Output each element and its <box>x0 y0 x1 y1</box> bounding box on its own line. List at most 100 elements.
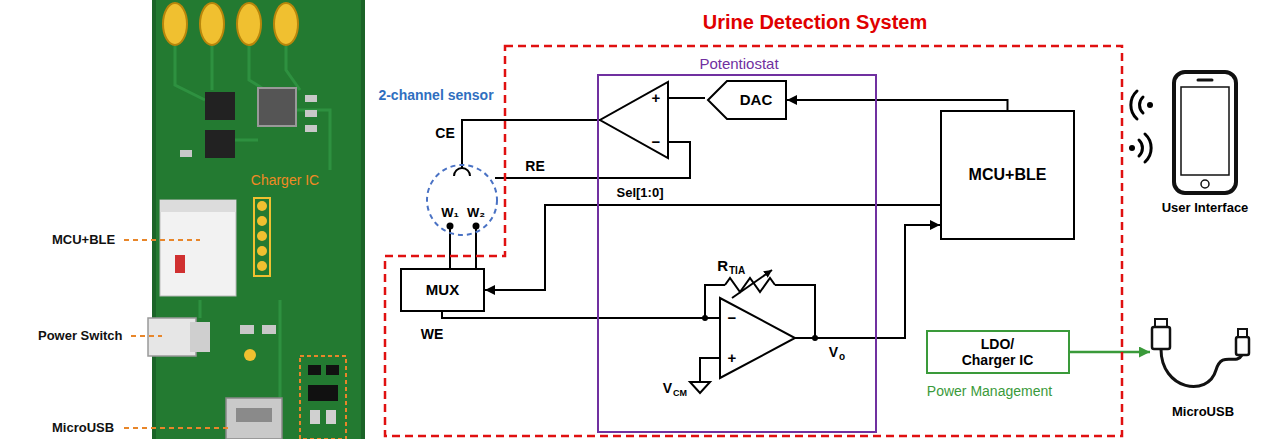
op-amp-symbol <box>720 298 795 378</box>
pcb-photo <box>175 255 185 273</box>
dac-outline <box>708 81 786 119</box>
pcb-photo <box>148 0 365 439</box>
junction-dot <box>473 223 480 230</box>
sensor-outline <box>427 165 497 235</box>
signal-subscript: o <box>839 351 845 363</box>
component-name: R <box>717 257 728 274</box>
signal-name: WE <box>421 326 444 342</box>
part-callout: Power Switch <box>38 329 123 344</box>
block-caption: Power Management <box>927 383 1052 399</box>
pcb-photo <box>257 261 267 271</box>
pcb-photo <box>310 410 320 424</box>
usb-plug <box>1152 327 1170 349</box>
pcb-photo <box>160 200 236 212</box>
pcb-photo <box>257 231 267 241</box>
block-label: MUX <box>426 281 459 298</box>
leader-line <box>131 335 162 337</box>
block-label: DAC <box>740 91 773 108</box>
pcb-photo <box>200 3 224 45</box>
pcb-photo <box>237 3 261 45</box>
pcb-photo <box>305 110 317 117</box>
shape-outline <box>1172 70 1238 195</box>
icon-caption: User Interface <box>1162 201 1249 216</box>
circuit-wire <box>442 312 720 318</box>
sensor-title: 2-channel sensor <box>378 87 493 103</box>
pcb-photo <box>180 150 192 157</box>
sensor-circle: 2-channel sensorW₁W₂ <box>426 164 498 236</box>
edge-label: Sel[1:0] <box>615 186 666 201</box>
junction-dot <box>702 315 708 321</box>
wireless-symbol <box>1147 102 1153 108</box>
wireless-symbol <box>1139 140 1142 156</box>
leader-line <box>124 427 232 429</box>
connector <box>485 205 940 290</box>
part-callout: MicroUSB <box>52 421 114 436</box>
pcb-photo <box>274 3 298 45</box>
pcb-photo <box>236 408 272 422</box>
circuit-wire <box>442 98 940 382</box>
pin-sign: + <box>728 349 737 366</box>
mux-box: MUX <box>400 268 485 312</box>
phone-icon: User Interface <box>1172 70 1238 195</box>
pcb-photo <box>300 356 346 439</box>
pcb-photo <box>152 0 365 439</box>
junction-dot <box>812 335 818 341</box>
component-subscript: TIA <box>729 265 745 277</box>
phone-speaker <box>1198 79 1212 82</box>
electrode-label: W₁ <box>441 206 459 221</box>
pcb-photo <box>156 0 361 439</box>
ground-symbol <box>690 382 710 393</box>
power-box: LDO/ Charger ICPower Management <box>926 330 1070 374</box>
pcb-photo <box>244 349 256 361</box>
pin-sign: − <box>652 133 661 150</box>
op-amp-symbol <box>600 82 668 158</box>
wireless-symbol <box>1129 145 1135 151</box>
cable-icon: MicroUSB <box>1150 318 1255 396</box>
pcb-photo <box>326 410 336 424</box>
usb-cable <box>1161 349 1242 387</box>
wireless-symbol <box>1140 97 1143 113</box>
block-label: MCU+BLE <box>969 166 1047 184</box>
pcb-photo <box>305 125 317 132</box>
circuit-wire <box>454 168 470 176</box>
signal-name: V <box>663 380 672 396</box>
circuit-wire <box>775 285 815 338</box>
pcb-photo <box>262 325 276 334</box>
mcu-box: MCU+BLE <box>940 110 1075 240</box>
connector <box>787 100 1008 110</box>
connector-group <box>450 100 1150 352</box>
pcb-photo <box>160 200 236 296</box>
region-title: Urine Detection System <box>703 11 928 34</box>
circuit-wire <box>700 358 720 382</box>
block-title: Potentiostat <box>699 55 778 72</box>
micro-plug-tip <box>1238 329 1247 337</box>
signal-subscript: CM <box>673 388 687 398</box>
phone-body <box>1174 72 1236 193</box>
pcb-photo <box>190 322 210 352</box>
circuit-wire <box>705 285 725 318</box>
circuit-wire <box>495 142 690 178</box>
leader-line <box>124 240 232 428</box>
leader-line <box>124 239 200 241</box>
pcb-photo <box>205 92 235 120</box>
pcb-photo <box>257 246 267 256</box>
pcb-photo <box>305 95 317 102</box>
circuit-wire <box>668 97 705 99</box>
cable-icon-art <box>1152 319 1249 387</box>
wireless-symbol <box>1145 134 1151 162</box>
signal-name: CE <box>435 125 454 141</box>
wireless-symbol <box>1129 91 1153 162</box>
junction-dot <box>447 223 454 230</box>
pin-sign: − <box>728 309 737 326</box>
signal-name: RE <box>525 158 544 174</box>
part-callout: MCU+BLE <box>52 233 115 248</box>
pcb-photo <box>257 216 267 226</box>
pcb-photo <box>205 130 235 158</box>
shape-outline <box>426 164 498 236</box>
circuit-wire <box>795 225 940 338</box>
junction-dot <box>447 223 819 342</box>
pcb-photo <box>257 201 267 211</box>
phone-button <box>1201 180 1209 188</box>
